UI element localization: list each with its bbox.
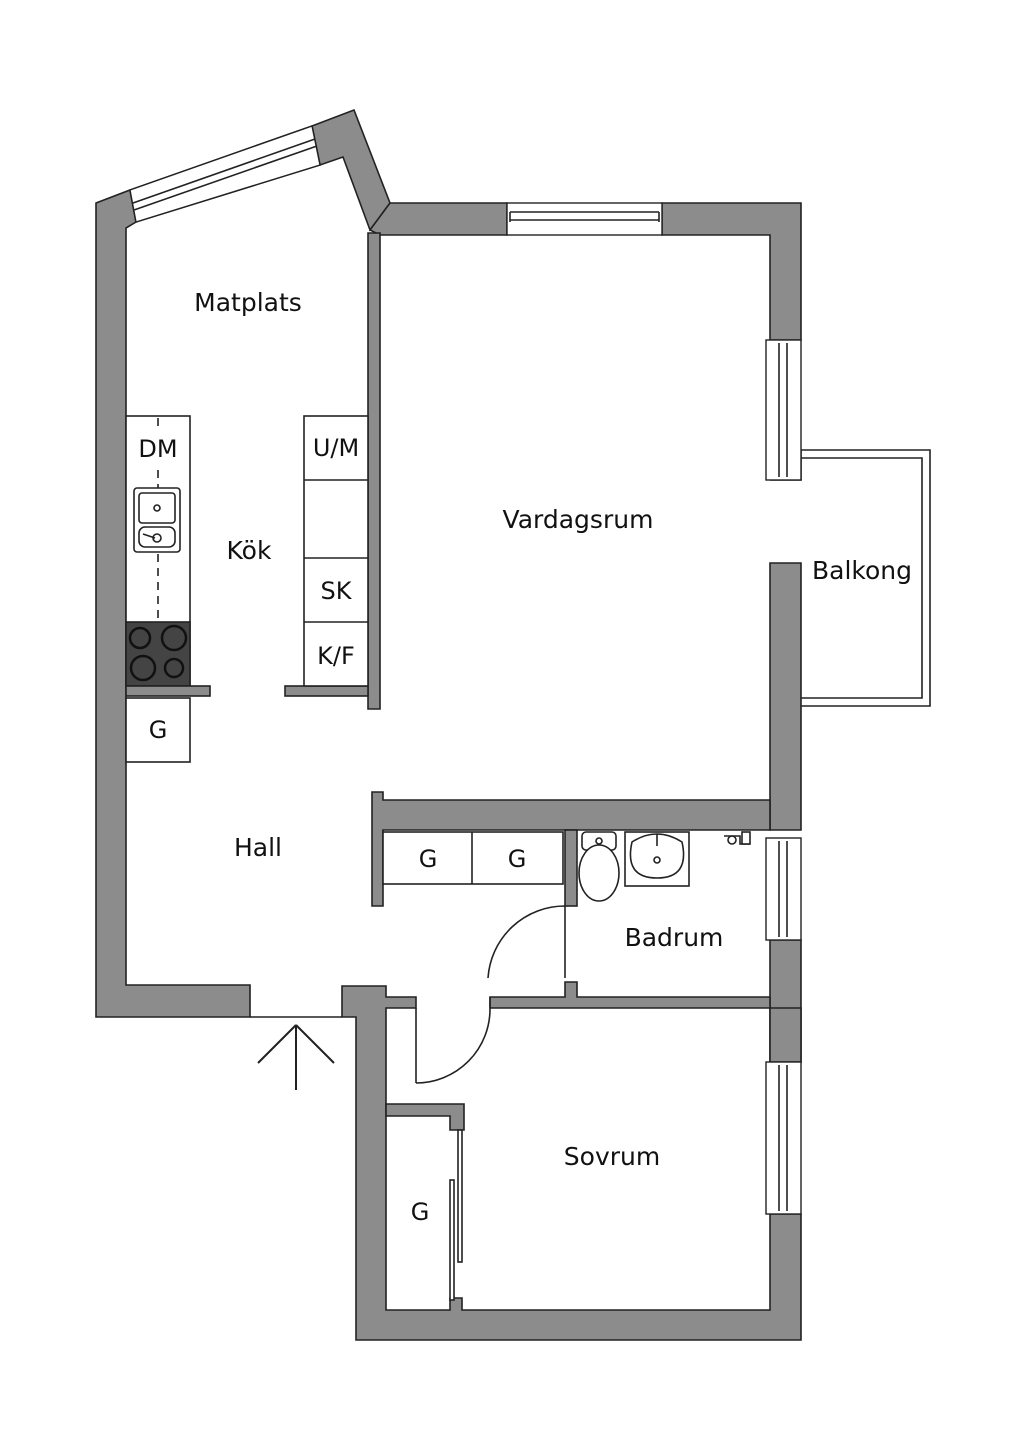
wall-living-top-right <box>661 202 802 341</box>
room-labels: Matplats Kök Vardagsrum Balkong Hall Bad… <box>194 288 912 1171</box>
doors <box>250 905 566 1301</box>
kitchen-fixtures <box>125 415 369 763</box>
window-bath <box>765 837 802 941</box>
label-g-hall-closet: G <box>149 716 168 744</box>
closet-hall <box>125 697 191 763</box>
wall-living-top-left <box>368 202 508 236</box>
entry-arrow-icon <box>257 1024 335 1090</box>
label-g-bedroom-closet: G <box>411 1198 430 1226</box>
window-living-top <box>506 202 663 236</box>
label-kf: K/F <box>317 642 355 670</box>
label-vardagsrum: Vardagsrum <box>503 505 654 534</box>
window-matplats <box>129 125 321 223</box>
wall-bedroom-closet <box>385 1103 465 1131</box>
window-bedroom <box>765 1061 802 1215</box>
wall-bedroom-right-upper <box>769 1007 802 1063</box>
label-badrum: Badrum <box>625 923 724 952</box>
window-living-right <box>765 339 802 481</box>
kitchen-counter-right <box>303 415 369 687</box>
door-bathroom <box>487 905 566 979</box>
label-sovrum: Sovrum <box>564 1142 660 1171</box>
label-balkong: Balkong <box>812 556 912 585</box>
wall-matplats-top <box>311 108 391 232</box>
bathroom-fixtures <box>564 829 751 907</box>
fixture-labels: DM U/M SK K/F G G G G <box>138 434 526 1226</box>
label-matplats: Matplats <box>194 288 302 317</box>
balcony <box>801 449 931 707</box>
hall-closets <box>382 831 564 885</box>
sink-icon <box>133 487 181 553</box>
shower-icon <box>724 831 751 845</box>
wall-bath-bottom <box>489 981 771 1009</box>
label-um: U/M <box>313 434 359 462</box>
door-bedroom <box>415 1007 491 1084</box>
wall-hall-bath-top <box>371 791 771 907</box>
wall-bedroom-outer <box>341 985 802 1341</box>
windows <box>129 125 802 1215</box>
toilet-icon <box>578 831 620 902</box>
stove-icon <box>125 621 191 687</box>
label-kok: Kök <box>227 536 272 565</box>
label-hall: Hall <box>234 833 282 862</box>
label-sk: SK <box>321 577 353 605</box>
label-g-closet-2: G <box>508 845 527 873</box>
label-dm: DM <box>138 435 177 463</box>
label-g-closet-1: G <box>419 845 438 873</box>
washbasin-icon <box>624 831 690 887</box>
wall-kitchen-living-partition <box>367 232 381 710</box>
wall-living-right-lower <box>769 562 802 831</box>
